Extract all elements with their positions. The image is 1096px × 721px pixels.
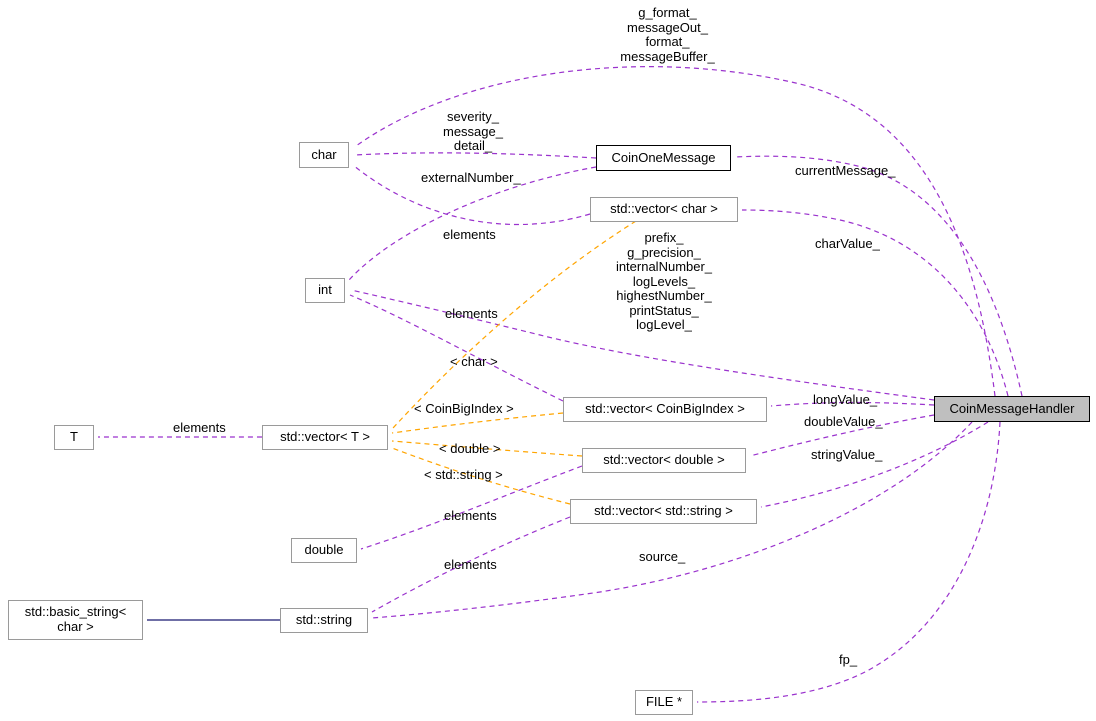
edge-source bbox=[371, 421, 973, 619]
node-vector-char[interactable]: std::vector< char > bbox=[590, 197, 738, 222]
edge-elements-char bbox=[352, 164, 591, 226]
edge-template-char bbox=[392, 220, 637, 429]
edge-template-coinbigindex bbox=[391, 412, 564, 434]
node-coin-one-message[interactable]: CoinOneMessage bbox=[596, 145, 731, 171]
edge-elements-double bbox=[360, 465, 583, 550]
edge-label-template-coinbigindex: < CoinBigIndex > bbox=[414, 401, 514, 416]
node-coin-message-handler[interactable]: CoinMessageHandler bbox=[934, 396, 1090, 422]
edge-string-value bbox=[760, 421, 989, 508]
edge-label-elements-double: elements bbox=[444, 508, 497, 523]
edge-label-long-value: longValue_ bbox=[813, 392, 878, 407]
edge-char-value bbox=[741, 209, 1009, 397]
node-vector-coinbigindex[interactable]: std::vector< CoinBigIndex > bbox=[563, 397, 767, 422]
edge-severity bbox=[354, 152, 597, 159]
node-file-ptr[interactable]: FILE * bbox=[635, 690, 693, 715]
edge-label-external-number: externalNumber_ bbox=[421, 170, 521, 185]
edge-label-elements-char: elements bbox=[443, 227, 496, 242]
node-vector-t[interactable]: std::vector< T > bbox=[262, 425, 388, 450]
edge-long-value bbox=[770, 401, 935, 407]
edge-external-number bbox=[348, 166, 597, 281]
edge-label-elements-t: elements bbox=[173, 420, 226, 435]
edge-label-source: source_ bbox=[639, 549, 686, 564]
edge-label-elements-string: elements bbox=[444, 557, 497, 572]
edge-label-fp: fp_ bbox=[839, 652, 858, 667]
edge-elements-int bbox=[349, 294, 564, 402]
edge-label-template-string: < std::string > bbox=[424, 467, 503, 482]
edge-label-char-value: charValue_ bbox=[815, 236, 880, 251]
edge-label-string-value: stringValue_ bbox=[811, 447, 883, 462]
edge-label-current-message: currentMessage_ bbox=[795, 163, 896, 178]
edge-label-elements-int: elements bbox=[445, 306, 498, 321]
edge-label-template-double: < double > bbox=[439, 441, 501, 456]
node-t[interactable]: T bbox=[54, 425, 94, 450]
edge-label-format-group: g_format_ messageOut_ format_ messageBuf… bbox=[620, 5, 715, 64]
edge-g-format bbox=[355, 66, 996, 397]
node-std-string[interactable]: std::string bbox=[280, 608, 368, 633]
edge-double-value bbox=[749, 414, 935, 457]
edge-template-string bbox=[391, 447, 571, 505]
edge-fp bbox=[696, 421, 1001, 703]
node-int[interactable]: int bbox=[305, 278, 345, 303]
edge-elements-string bbox=[371, 516, 571, 613]
edge-label-severity-group: severity_ message_ detail_ bbox=[443, 109, 503, 154]
node-vector-string[interactable]: std::vector< std::string > bbox=[570, 499, 757, 524]
edge-prefix bbox=[350, 289, 935, 401]
edge-label-double-value: doubleValue_ bbox=[804, 414, 883, 429]
edge-current-message bbox=[734, 155, 1023, 397]
node-double[interactable]: double bbox=[291, 538, 357, 563]
edge-label-prefix-group: prefix_ g_precision_ internalNumber_ log… bbox=[615, 230, 713, 333]
node-vector-double[interactable]: std::vector< double > bbox=[582, 448, 746, 473]
node-char[interactable]: char bbox=[299, 142, 349, 168]
node-basic-string[interactable]: std::basic_string< char > bbox=[8, 600, 143, 640]
edge-label-template-char: < char > bbox=[450, 354, 498, 369]
edge-template-double bbox=[391, 440, 583, 457]
